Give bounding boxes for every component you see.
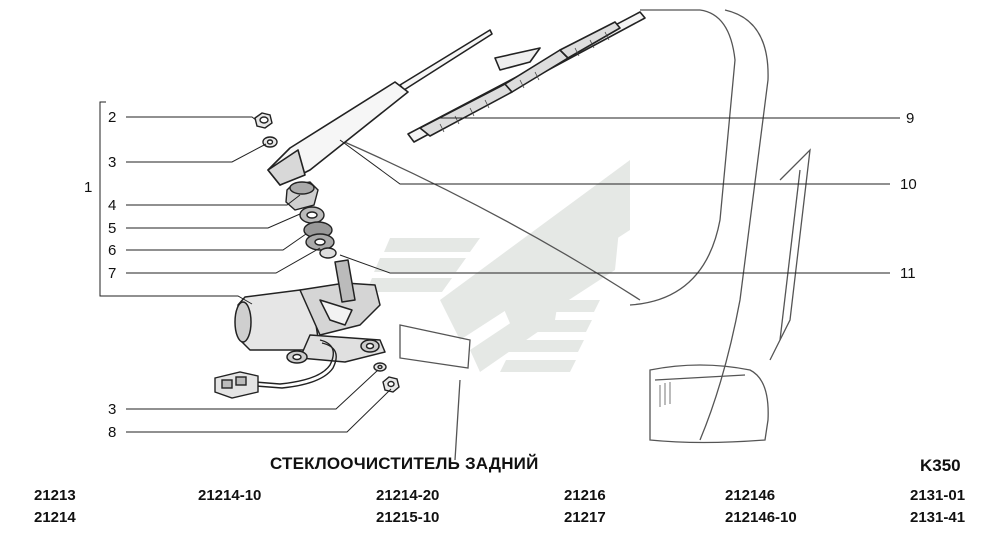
model-212146: 212146	[725, 487, 776, 504]
callout-9: 9	[906, 110, 915, 127]
leader-lines	[100, 116, 900, 433]
model-21217: 21217	[564, 509, 606, 526]
callout-4: 4	[108, 197, 117, 214]
callout-10: 10	[900, 176, 917, 193]
model-21214-20: 21214-20	[376, 487, 440, 504]
diagram-title: СТЕКЛООЧИСТИТЕЛЬ ЗАДНИЙ	[270, 454, 539, 473]
catalog-code: K350	[920, 456, 961, 475]
model-212146-10: 212146-10	[725, 509, 797, 526]
callout-7: 7	[108, 265, 117, 282]
callout-8: 8	[108, 424, 117, 441]
wire-connector	[214, 371, 259, 399]
watermark-logo	[366, 160, 630, 372]
model-21214-10: 21214-10	[198, 487, 262, 504]
tailgate-detail	[659, 382, 671, 407]
blade-hatching	[439, 31, 610, 133]
callout-3-top: 3	[108, 154, 117, 171]
model-21213: 21213	[34, 487, 76, 504]
wiper-motor	[234, 259, 386, 364]
callout-11: 11	[900, 265, 916, 282]
model-2131-01: 2131-01	[910, 487, 966, 504]
wiper-blade	[407, 11, 646, 143]
callout-1-group: 1	[84, 179, 93, 196]
group-bracket	[99, 101, 238, 297]
callout-3-bottom: 3	[108, 401, 117, 418]
wiper-arm	[267, 29, 493, 186]
model-2131-41: 2131-41	[910, 509, 966, 526]
callout-5: 5	[108, 220, 117, 237]
wiring-harness	[254, 339, 337, 389]
callout-2: 2	[108, 109, 117, 126]
model-21215-10: 21215-10	[376, 509, 440, 526]
model-21216: 21216	[564, 487, 606, 504]
model-21214: 21214	[34, 509, 76, 526]
tailgate-outline	[339, 9, 811, 461]
callout-6: 6	[108, 242, 117, 259]
bottom-fasteners	[373, 362, 400, 393]
parts-stack	[254, 112, 337, 259]
